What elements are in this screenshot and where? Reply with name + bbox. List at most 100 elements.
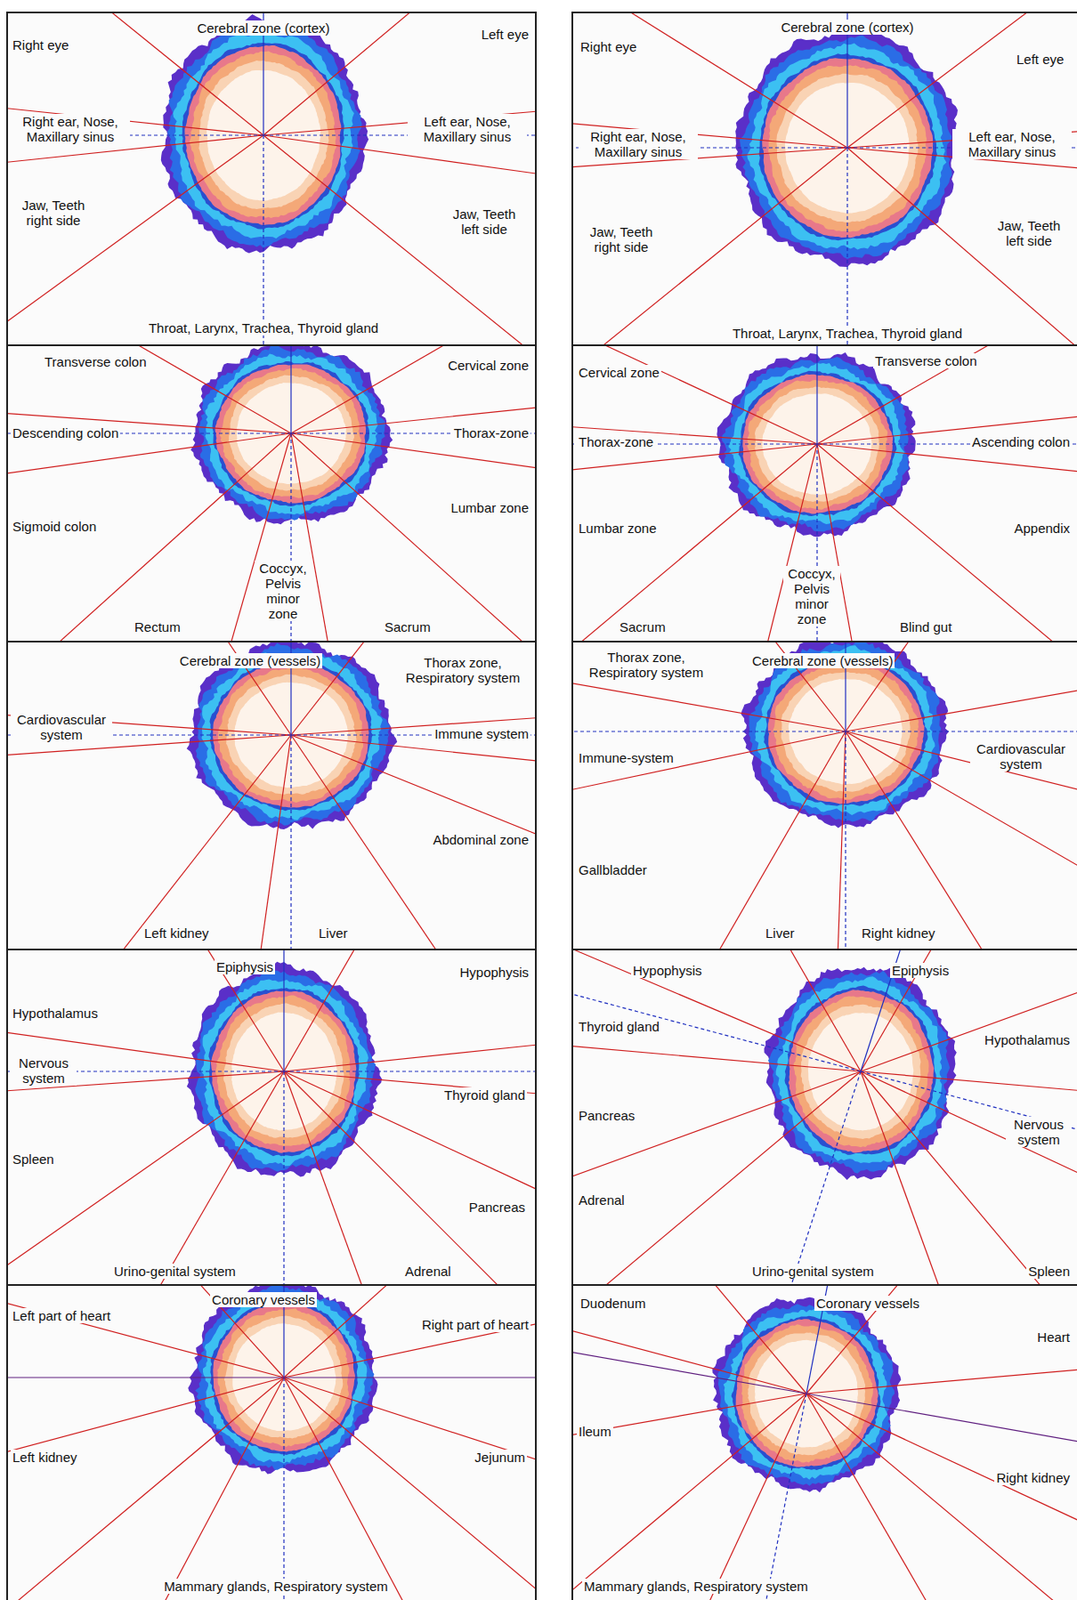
zone-label: Pancreas — [576, 1108, 637, 1124]
panel-border — [572, 345, 1077, 642]
gdv-panel — [572, 12, 1077, 346]
zone-label: Throat, Larynx, Trachea, Thyroid gland — [146, 320, 381, 336]
zone-label: Cervical zone — [576, 364, 662, 381]
sector-line — [799, 731, 846, 950]
zone-label: Right part of heart — [420, 1317, 531, 1333]
zone-label: Left eye — [479, 26, 531, 42]
gdv-panel — [7, 641, 536, 950]
sector-line — [7, 1377, 284, 1600]
sector-line — [860, 1071, 1077, 1286]
axis-line — [572, 1393, 807, 1600]
zone-label: Urino-genital system — [750, 1263, 876, 1280]
sector-line — [572, 1393, 807, 1600]
sector-line — [7, 1071, 284, 1286]
panel-border — [572, 1285, 1077, 1600]
sector-line — [283, 1071, 536, 1286]
zone-label: Liver — [763, 925, 797, 941]
zone-label: Coronary vessels — [210, 1292, 317, 1308]
sector-line — [7, 735, 292, 950]
panel-border — [7, 1285, 536, 1600]
zone-label: Mammary glands, Respiratory system — [161, 1579, 390, 1595]
zone-label: Thorax zone, Respiratory system — [398, 655, 527, 686]
panel-border — [7, 345, 536, 642]
corona-ring — [195, 643, 390, 826]
panel-ground — [572, 12, 1077, 346]
corona-ring — [735, 32, 958, 268]
sector-line — [806, 1285, 1077, 1394]
zone-label: Immune-system — [576, 750, 676, 766]
zone-label: Duodenum — [578, 1295, 648, 1312]
sector-line — [283, 1377, 536, 1600]
sector-line — [847, 147, 1077, 265]
sector-line — [7, 735, 292, 829]
sector-line — [572, 955, 861, 1072]
zone-label: Ileum — [576, 1424, 614, 1440]
zone-label: Hypophysis — [631, 963, 705, 979]
zone-label: Epiphysis — [214, 959, 276, 975]
sector-line — [283, 1285, 536, 1378]
axis-line — [262, 135, 264, 346]
sector-line — [817, 444, 1077, 584]
sector-line — [806, 1393, 1077, 1600]
zone-label: Rectum — [132, 619, 183, 635]
sector-line — [283, 1377, 536, 1600]
panel-ground — [572, 1285, 1077, 1600]
zone-label: Spleen — [10, 1151, 57, 1167]
zone-label: Right kidney — [859, 925, 938, 941]
zone-label: Left eye — [1014, 51, 1066, 67]
zone-label: Immune system — [432, 726, 531, 742]
axis-line — [283, 1376, 536, 1378]
zone-label: Lumbar zone — [448, 500, 531, 516]
zone-label: Hypophysis — [457, 964, 531, 980]
panel-ground — [572, 641, 1077, 950]
sector-line — [7, 345, 292, 434]
panel-ground — [7, 949, 536, 1286]
sector-line — [7, 135, 264, 346]
axis-line — [860, 949, 1077, 1072]
sector-line — [572, 731, 846, 950]
zone-label: Spleen — [1026, 1263, 1072, 1280]
zone-label: Ascending colon — [970, 434, 1072, 450]
sector-line — [860, 1071, 1077, 1286]
sector-line — [283, 949, 536, 1072]
panel-ground — [572, 949, 1077, 1286]
zone-label: Descending colon — [10, 425, 121, 441]
panel-border — [572, 12, 1077, 346]
panel-ground — [7, 345, 536, 642]
zone-label: Left kidney — [142, 925, 211, 941]
sector-line — [7, 433, 292, 642]
sector-line — [291, 735, 536, 950]
zone-label: Right eye — [10, 37, 71, 53]
sector-line — [845, 731, 1077, 950]
zone-label: Right kidney — [994, 1470, 1072, 1486]
zone-label: Right ear, Nose, Maxillary sinus — [578, 129, 698, 160]
sector-line — [806, 1285, 1077, 1394]
zone-label: Epiphysis — [890, 963, 951, 979]
zone-label: Cerebral zone (cortex) — [194, 20, 332, 36]
sector-line — [572, 444, 818, 642]
sector-line — [283, 1071, 536, 1286]
panel-border — [7, 949, 536, 1286]
axis-line — [816, 345, 818, 445]
sector-line — [572, 731, 846, 950]
sector-line — [860, 1071, 1077, 1189]
axis-line — [844, 731, 846, 950]
zone-label: Urino-genital system — [112, 1263, 238, 1280]
sector-line — [263, 135, 536, 322]
zone-label: Liver — [316, 925, 350, 941]
corona-ring — [776, 976, 943, 1164]
axis-line — [860, 1071, 1077, 1286]
sector-line — [572, 1393, 807, 1600]
axis-line — [283, 949, 284, 1072]
sector-line — [283, 1285, 536, 1378]
zone-label: Mammary glands, Respiratory system — [582, 1579, 810, 1595]
panel-ground — [7, 1285, 536, 1600]
sector-line — [291, 433, 536, 620]
zone-label: Throat, Larynx, Trachea, Thyroid gland — [730, 325, 964, 341]
zone-label: Blind gut — [898, 619, 954, 635]
sector-line — [291, 735, 536, 950]
sector-line — [817, 345, 1077, 445]
axis-line — [572, 1071, 861, 1286]
